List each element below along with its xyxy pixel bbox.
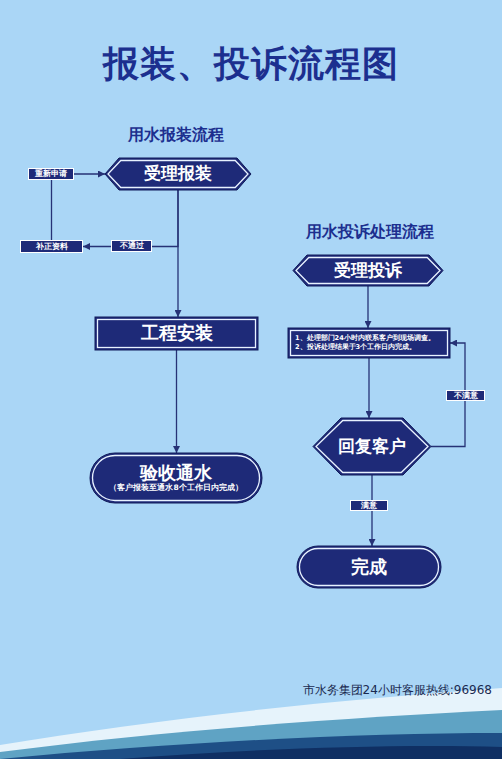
hotline-note: 市水务集团24小时客服热线:96968 bbox=[230, 683, 492, 697]
shape-outline bbox=[21, 241, 83, 253]
terminal-pill: 验收通水（客户报装至通水8个工作日内完成） bbox=[90, 453, 262, 503]
edge-label: 重新申请 bbox=[35, 170, 67, 178]
flow-connector bbox=[368, 358, 369, 418]
node-label: 回复客户 bbox=[338, 437, 406, 457]
edge-label: 满意 bbox=[361, 502, 377, 510]
node-label: 验收通水 bbox=[140, 463, 212, 484]
node-note: 2、投诉处理结果于3个工作日内完成。 bbox=[295, 343, 416, 352]
node-text-area: 完成 bbox=[297, 546, 441, 588]
edge-tag: 满意 bbox=[350, 500, 388, 511]
node-text-area: 回复客户 bbox=[313, 418, 431, 475]
wave-light bbox=[0, 688, 502, 759]
terminal-pill: 完成 bbox=[297, 546, 441, 588]
shape-inner-border bbox=[296, 258, 440, 284]
node-text-area: 受理报装 bbox=[105, 158, 251, 190]
shape-inner-border bbox=[98, 320, 256, 348]
edge-label: 不满意 bbox=[454, 392, 478, 400]
edge-tag: 不通过 bbox=[111, 240, 152, 252]
wave-blue bbox=[0, 733, 502, 759]
flow-connector bbox=[176, 350, 177, 453]
node-label: 受理投诉 bbox=[334, 261, 402, 281]
note-box: 1、处理部门24小时内联系客户到现场调查。2、投诉处理结果于3个工作日内完成。 bbox=[288, 328, 450, 358]
edge-label: 不通过 bbox=[120, 242, 144, 250]
shape-outline bbox=[297, 546, 441, 588]
shape-outline bbox=[288, 328, 450, 358]
node-label: 受理报装 bbox=[144, 164, 212, 184]
shape-outline bbox=[293, 255, 443, 286]
process-hexagon: 受理报装 bbox=[105, 158, 251, 190]
flow-connector bbox=[367, 286, 368, 328]
node-label: 完成 bbox=[351, 557, 387, 578]
edge-tag: 不满意 bbox=[446, 390, 485, 401]
shape-inner-border bbox=[300, 549, 439, 586]
flow-connector bbox=[177, 190, 178, 317]
shape-outline bbox=[90, 453, 262, 503]
shape-outline bbox=[105, 158, 251, 190]
shape-inner-border bbox=[93, 456, 260, 501]
node-text-area: 补正资料 bbox=[20, 240, 83, 253]
wave-teal bbox=[0, 710, 502, 759]
shape-inner-border bbox=[316, 421, 428, 473]
process-tag: 补正资料 bbox=[20, 240, 83, 253]
process-box: 工程安装 bbox=[95, 317, 258, 350]
process-hexagon: 受理投诉 bbox=[293, 255, 443, 286]
node-text-area: 受理投诉 bbox=[293, 255, 443, 286]
node-text-area: 1、处理部门24小时内联系客户到现场调查。2、投诉处理结果于3个工作日内完成。 bbox=[288, 328, 450, 358]
flow-heading: 用水报装流程 bbox=[96, 125, 256, 144]
flow-connector bbox=[52, 174, 106, 240]
node-note: （客户报装至通水8个工作日内完成） bbox=[109, 483, 242, 493]
decision-diamond: 回复客户 bbox=[313, 418, 431, 475]
shape-outline bbox=[95, 317, 258, 350]
shape-inner-border bbox=[291, 331, 448, 356]
node-text-area: 工程安装 bbox=[95, 317, 258, 350]
node-text-area: 验收通水（客户报装至通水8个工作日内完成） bbox=[90, 453, 262, 503]
shape-outline bbox=[313, 418, 431, 475]
node-label: 补正资料 bbox=[36, 242, 68, 251]
wave-navy bbox=[120, 746, 502, 759]
node-label: 工程安装 bbox=[141, 323, 213, 344]
flow-heading: 用水投诉处理流程 bbox=[280, 222, 460, 241]
node-label: 1、处理部门24小时内联系客户到现场调查。 bbox=[295, 334, 435, 343]
flow-connector bbox=[83, 190, 178, 247]
edge-tag: 重新申请 bbox=[28, 168, 74, 180]
shape-inner-border bbox=[108, 161, 248, 188]
poster-title: 报装、投诉流程图 bbox=[0, 44, 502, 84]
